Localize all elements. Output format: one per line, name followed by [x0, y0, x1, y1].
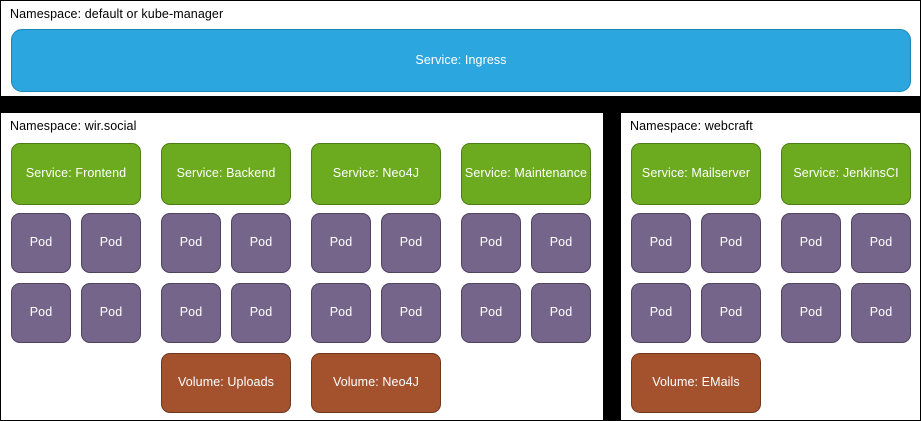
pod-node-maintenance-4[interactable]: Pod — [531, 283, 591, 343]
service-node-maintenance[interactable]: Service: Maintenance — [461, 143, 591, 205]
namespace-label-wir-social: Namespace: wir.social — [10, 119, 137, 133]
pod-node-backend-2[interactable]: Pod — [231, 213, 291, 273]
ingress-row: Service: Ingress — [11, 29, 911, 92]
volume-node-emails[interactable]: Volume: EMails — [631, 353, 761, 413]
volume-node-uploads[interactable]: Volume: Uploads — [161, 353, 291, 413]
pod-node-maintenance-2[interactable]: Pod — [531, 213, 591, 273]
pod-node-jenkinsci-3[interactable]: Pod — [781, 283, 841, 343]
volume-node-neo4j[interactable]: Volume: Neo4J — [311, 353, 441, 413]
namespace-panel-webcraft: Namespace: webcraft Service: Mailserver … — [620, 112, 921, 421]
pod-node-maintenance-3[interactable]: Pod — [461, 283, 521, 343]
pod-node-frontend-3[interactable]: Pod — [11, 283, 71, 343]
pod-node-maintenance-1[interactable]: Pod — [461, 213, 521, 273]
pod-node-backend-1[interactable]: Pod — [161, 213, 221, 273]
service-node-backend[interactable]: Service: Backend — [161, 143, 291, 205]
service-node-jenkinsci[interactable]: Service: JenkinsCI — [781, 143, 911, 205]
namespace-panel-wir-social: Namespace: wir.social Service: Frontend … — [0, 112, 604, 421]
pod-node-mailserver-1[interactable]: Pod — [631, 213, 691, 273]
namespace-panel-default-kube-manager: Namespace: default or kube-manager Servi… — [0, 0, 921, 97]
pod-node-mailserver-3[interactable]: Pod — [631, 283, 691, 343]
pod-node-frontend-2[interactable]: Pod — [81, 213, 141, 273]
service-node-frontend[interactable]: Service: Frontend — [11, 143, 141, 205]
pod-node-neo4j-3[interactable]: Pod — [311, 283, 371, 343]
service-node-neo4j[interactable]: Service: Neo4J — [311, 143, 441, 205]
pod-node-jenkinsci-4[interactable]: Pod — [851, 283, 911, 343]
pod-node-jenkinsci-1[interactable]: Pod — [781, 213, 841, 273]
pod-node-backend-4[interactable]: Pod — [231, 283, 291, 343]
pod-node-neo4j-2[interactable]: Pod — [381, 213, 441, 273]
pod-node-frontend-1[interactable]: Pod — [11, 213, 71, 273]
namespace-label-webcraft: Namespace: webcraft — [630, 119, 753, 133]
namespace-label-default-kube-manager: Namespace: default or kube-manager — [10, 7, 224, 21]
service-node-ingress[interactable]: Service: Ingress — [11, 29, 911, 92]
pod-node-neo4j-1[interactable]: Pod — [311, 213, 371, 273]
service-node-mailserver[interactable]: Service: Mailserver — [631, 143, 761, 205]
pod-node-mailserver-2[interactable]: Pod — [701, 213, 761, 273]
pod-node-backend-3[interactable]: Pod — [161, 283, 221, 343]
pod-node-frontend-4[interactable]: Pod — [81, 283, 141, 343]
pod-node-neo4j-4[interactable]: Pod — [381, 283, 441, 343]
pod-node-mailserver-4[interactable]: Pod — [701, 283, 761, 343]
pod-node-jenkinsci-2[interactable]: Pod — [851, 213, 911, 273]
